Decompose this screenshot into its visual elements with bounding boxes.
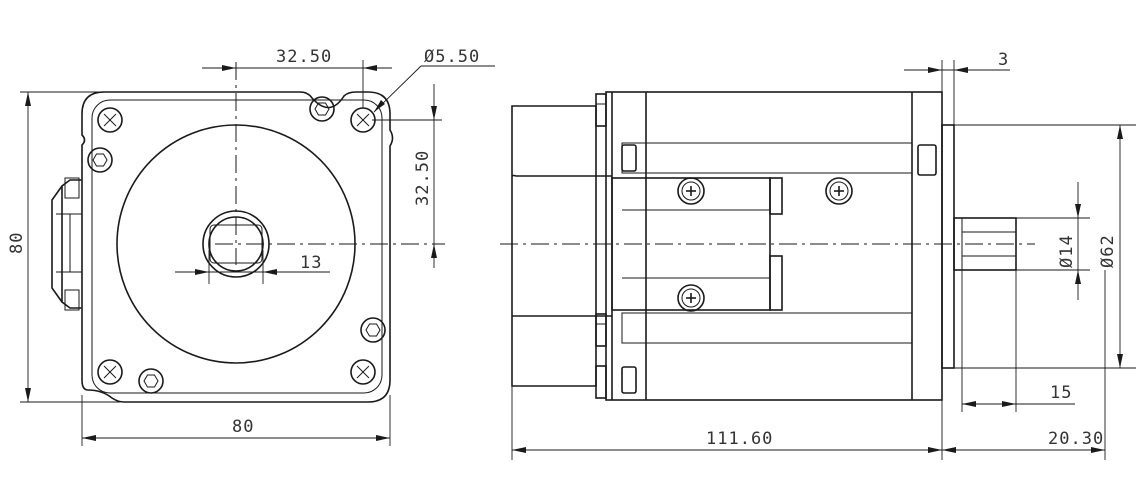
front-housing <box>91 99 383 394</box>
rear-cap-lines <box>511 174 612 317</box>
dim-flange-thickness-label: 3 <box>998 50 1009 70</box>
phillips-screw-1-icon <box>677 177 705 205</box>
dim-shaft-front: 13 <box>175 250 330 284</box>
dim-hole-spacing-horizontal: 32.50 <box>202 47 392 108</box>
mount-hole-top-right-icon <box>350 107 376 133</box>
dim-hole-spacing-h-label: 32.50 <box>276 47 332 67</box>
dim-key-length: 15 <box>961 270 1075 412</box>
dim-shaft-length: 20.30 <box>942 270 1106 460</box>
dim-shaft-length-label: 20.30 <box>1048 429 1104 449</box>
phillips-screw-2-icon <box>825 177 853 205</box>
cable-connector <box>51 177 82 311</box>
front-flange-outline <box>81 91 394 403</box>
mount-hole-bottom-right-icon <box>350 359 376 385</box>
dim-body-length-label: 111.60 <box>706 429 773 449</box>
dim-pilot: Ø62 <box>954 124 1136 369</box>
dim-shaft-front-label: 13 <box>300 253 322 273</box>
flange-pilot <box>941 124 955 369</box>
dim-key-length-label: 15 <box>1050 383 1072 403</box>
dim-pilot-label: Ø62 <box>1098 234 1118 268</box>
rear-screw-bottom <box>595 313 607 399</box>
dim-hole-diameter: Ø5.50 <box>373 47 495 113</box>
motor-body <box>605 91 943 401</box>
dim-shaft-side-label: Ø14 <box>1057 234 1077 268</box>
rail-bottom <box>621 312 913 344</box>
hex-screw-bottom-icon <box>138 368 164 394</box>
dim-height: 80 <box>7 91 130 403</box>
dim-width-label: 80 <box>232 417 254 437</box>
dim-shaft-side: Ø14 <box>1016 182 1090 300</box>
rear-screw-top <box>595 93 607 127</box>
mount-hole-top-left-icon <box>97 107 123 133</box>
dim-hole-spacing-vertical: 32.50 <box>372 84 442 268</box>
dim-width: 80 <box>81 395 391 446</box>
side-view: 3 Ø14 Ø62 15 <box>500 50 1136 460</box>
front-view: 32.50 Ø5.50 32.50 13 <box>7 47 495 446</box>
dim-hole-dia-label: Ø5.50 <box>424 47 480 67</box>
dim-hole-spacing-v-label: 32.50 <box>413 150 433 206</box>
hex-screw-top-icon <box>309 96 335 122</box>
dim-height-label: 80 <box>7 232 27 254</box>
rail-top <box>621 142 913 174</box>
output-shaft <box>953 217 1017 271</box>
dim-flange-thickness: 3 <box>904 50 1010 125</box>
hex-screw-right-icon <box>360 317 386 343</box>
dim-body-length: 111.60 <box>511 386 943 460</box>
mount-hole-bottom-left-icon <box>97 359 123 385</box>
rear-cap <box>511 105 597 387</box>
phillips-screw-3-icon <box>677 284 705 312</box>
